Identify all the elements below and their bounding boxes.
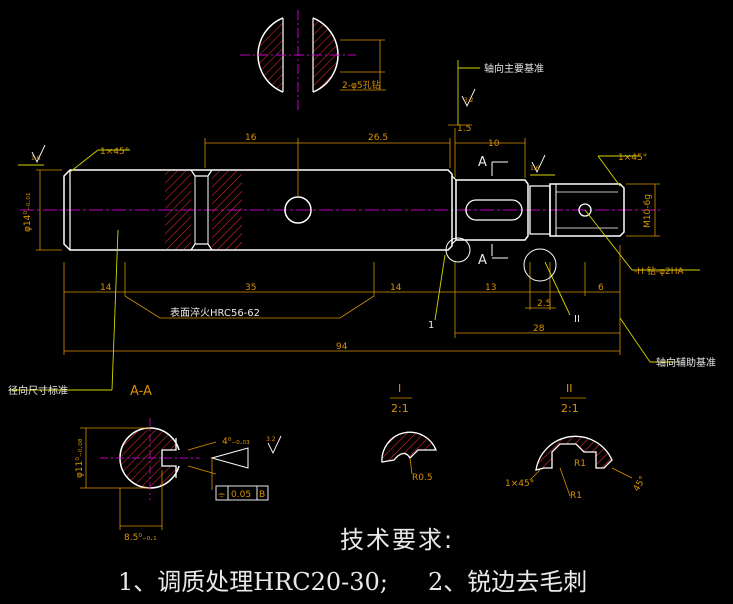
thread-label: M10-6g [643,194,653,228]
detail-1-shape [381,431,437,463]
section-markers [491,161,508,259]
radial-label: 径向尺寸标准 [8,384,68,397]
dim-14b: 14 [390,283,402,293]
detail-2-chamfer: 1×45° [505,479,534,489]
section-aa-diameter: φ11⁰₋₀.₀₈ [75,438,85,478]
callout-1: 1 [428,320,434,331]
axial-aux-label: 轴向辅助基准 [656,356,716,369]
detail-1-view: I 2:1 R0.5 [381,382,437,483]
roughness-top: 3.2 [464,97,474,104]
dim-35: 35 [245,283,256,293]
section-mark-top: A [478,155,487,170]
detail-2-title: II [566,382,573,395]
tolerance-datum: B [259,490,265,500]
chamfer-left-label: 1×45° [100,147,129,157]
roughness-left: 1.6 [31,155,41,162]
dim-26-5: 26.5 [368,133,388,143]
detail-2-view: II 2:1 R1 R1 1×45° 45° [505,382,649,501]
detail-2-angle: 45° [632,475,649,494]
axial-main-label: 轴向主要基准 [484,62,544,75]
requirement-2: 2、锐边去毛刺 [428,568,587,596]
dim-1-5: 1.5 [457,124,471,134]
section-mark-bottom: A [478,253,487,268]
cross-hole [284,196,312,224]
dim-13: 13 [485,283,496,293]
detail-2-r1b: R1 [570,491,582,501]
dim-94: 94 [336,342,348,352]
roughness-mid: 1.6 [530,165,540,172]
section-aa-keyway: 4⁰₋₀.₀₃ [222,437,250,447]
top-section-view: 2-φ5孔钻 [240,10,386,110]
shaft-left-body [63,169,453,251]
hole-note: 2-φ5孔钻 [342,79,381,91]
detail-1-title: I [398,382,401,395]
section-aa-view: A-A [80,384,269,530]
left-diameter-label: φ14⁰₋₀.₀₁ [23,192,33,232]
keyway-slot [465,199,523,221]
thread-hole [578,203,592,217]
requirements-title: 技术要求: [340,526,454,554]
section-aa-title: A-A [130,384,152,399]
dim-2-5: 2.5 [537,299,551,309]
hole-dim-label: -H 钻-φ2HA [634,265,685,277]
detail-2-scale: 2:1 [561,402,579,415]
tolerance-frame [215,485,269,501]
tolerance-symbol: ⌯ [218,490,226,500]
requirement-1: 1、调质处理HRC20-30; [118,568,388,596]
detail-2-shape [535,435,613,471]
dim-6: 6 [598,283,604,293]
dim-16: 16 [245,133,257,143]
roughness-symbols [31,88,546,455]
callout-2: II [574,314,580,325]
section-aa-width: 8.5⁰₋₀.₁ [124,533,157,543]
detail-circle-1 [445,237,471,263]
thread-section [549,183,625,237]
hatched-region-2 [212,171,242,249]
groove [190,169,213,251]
leaders [10,60,700,391]
dim-28: 28 [533,324,545,334]
detail-circle-2 [523,248,557,282]
detail-1-radius: R0.5 [412,473,433,483]
dim-10: 10 [488,139,500,149]
detail-1-scale: 2:1 [391,402,409,415]
surface-hardening-label: 表面淬火HRC56-62 [170,306,260,319]
shaft-main-view [20,169,660,251]
dimension-texts: 16 26.5 1.5 10 14 35 14 13 2.5 6 28 94 表… [23,124,685,352]
tolerance-value: 0.05 [231,490,251,500]
chamfer-right-label: 1×45° [618,153,647,163]
dimensions [36,124,660,355]
hatched-region-1 [165,171,191,249]
dim-14a: 14 [100,283,112,293]
detail-2-r1a: R1 [574,459,586,469]
section-aa-roughness: 3.2 [266,436,276,443]
